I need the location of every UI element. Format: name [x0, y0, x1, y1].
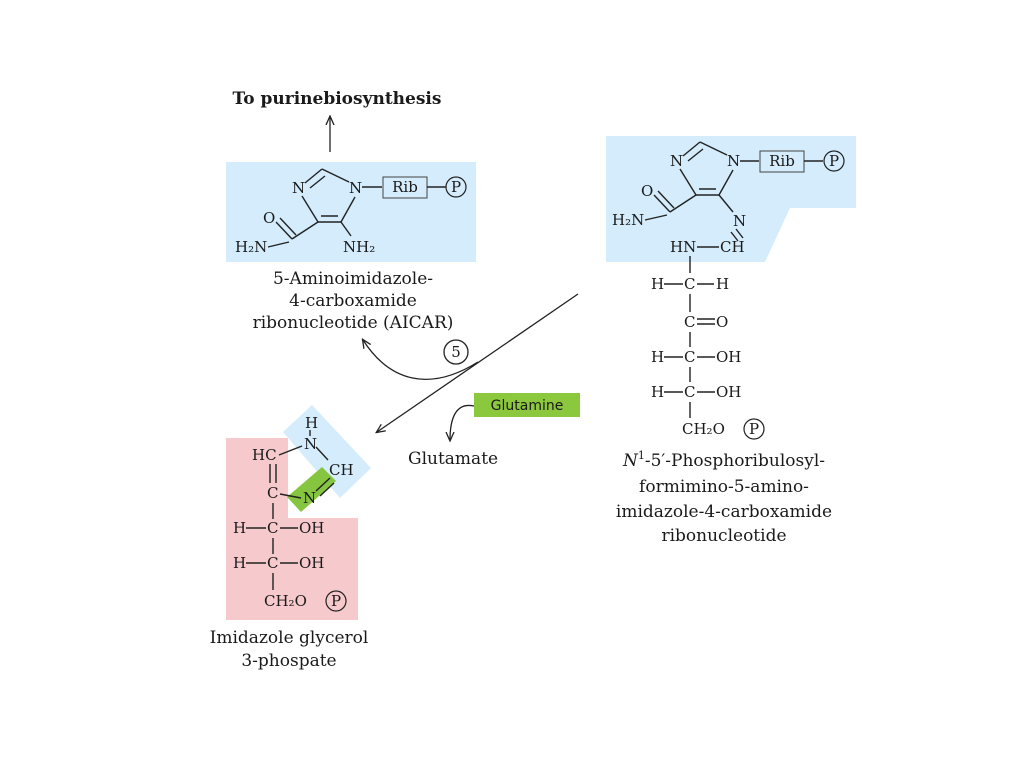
- prfar-hn: HN: [670, 238, 696, 256]
- prfar-structure: N N Rib P O H₂N N HN CH H C H: [612, 141, 845, 440]
- aicar-rib: Rib: [392, 178, 418, 196]
- prfar-c3: C: [684, 348, 695, 366]
- aicar-h2n: H₂N: [235, 238, 267, 256]
- prfar-name-rest: -5′-Phosphoribulosyl-: [645, 451, 825, 471]
- igp-nh-h: H: [305, 414, 318, 432]
- prfar-c3-oh: OH: [716, 348, 741, 366]
- prfar-name-line-2: formimino-5-amino-: [639, 477, 809, 497]
- igp-green-highlight: [287, 467, 336, 512]
- igp-phosphate: P: [331, 592, 341, 610]
- prfar-phosphate: P: [829, 152, 839, 170]
- igp-ring-n: N: [303, 489, 316, 507]
- prfar-chain-phosphate: P: [749, 420, 759, 438]
- glutamine-box: [474, 393, 580, 417]
- step-number-circle: [443, 339, 469, 365]
- prfar-carbonyl-o: O: [641, 182, 653, 200]
- glutamate-label: Glutamate: [408, 449, 498, 469]
- igp-blue-highlight: [283, 405, 371, 498]
- aicar-name-line-2: 4-carboxamide: [289, 291, 417, 311]
- step-number: 5: [451, 343, 461, 361]
- prfar-c2-o: O: [716, 313, 728, 331]
- prfar-c4-oh: OH: [716, 383, 741, 401]
- prfar-c2: C: [684, 313, 695, 331]
- igp-c2-h: H: [233, 554, 246, 572]
- prfar-c1: C: [684, 275, 695, 293]
- igp-c1-oh: OH: [299, 519, 324, 537]
- prfar-ch: CH: [720, 238, 745, 256]
- prfar-n3: N: [670, 152, 683, 170]
- prfar-n1: N: [727, 152, 740, 170]
- igp-name-line-1: Imidazole glycerol: [210, 628, 369, 648]
- prfar-name-line-4: ribonucleotide: [661, 526, 786, 546]
- prfar-name-superscript: 1: [638, 449, 645, 462]
- igp-c1-h: H: [233, 519, 246, 537]
- aicar-carbonyl-o: O: [263, 209, 275, 227]
- aicar-phosphate: P: [451, 178, 461, 196]
- prfar-c3-h: H: [651, 348, 664, 366]
- aicar-branch-arrow: [363, 340, 479, 380]
- igp-ch2o: CH₂O: [264, 592, 307, 610]
- aicar-phosphate-circle: [445, 176, 467, 198]
- prfar-rib: Rib: [769, 152, 795, 170]
- igp-c2: C: [267, 554, 278, 572]
- igp-hc: HC: [252, 446, 277, 464]
- prfar-name-line-1: N1-5′-Phosphoribulosyl-: [622, 449, 825, 471]
- igp-pink-highlight: [226, 438, 358, 620]
- igp-ch: CH: [329, 461, 354, 479]
- prfar-imino-n: N: [733, 212, 746, 230]
- prfar-name-prefix: N: [622, 451, 639, 471]
- aicar-name-line-3: ribonucleotide (AICAR): [253, 313, 454, 333]
- igp-name-line-2: 3-phospate: [241, 651, 336, 671]
- igp-structure: H N CH N HC C H C OH H C OH CH₂O P: [233, 414, 354, 612]
- prfar-ch2o: CH₂O: [682, 420, 725, 438]
- glutamine-label: Glutamine: [491, 398, 564, 414]
- aicar-n1: N: [349, 179, 362, 197]
- igp-c2-oh: OH: [299, 554, 324, 572]
- aicar-n3: N: [292, 179, 305, 197]
- prfar-c4-h: H: [651, 383, 664, 401]
- igp-nh-n: N: [304, 435, 317, 453]
- aicar-highlight: [226, 162, 476, 262]
- prfar-name-line-3: imidazole-4-carboxamide: [616, 502, 832, 522]
- prfar-c1-h-right: H: [716, 275, 729, 293]
- igp-c4: C: [267, 484, 278, 502]
- aicar-name-line-1: 5-Aminoimidazole-: [273, 269, 433, 289]
- glutamine-curve: [450, 404, 475, 440]
- prfar-phosphate-circle: [823, 150, 845, 172]
- prfar-h2n: H₂N: [612, 211, 644, 229]
- prfar-highlight: [606, 136, 856, 262]
- prfar-c4: C: [684, 383, 695, 401]
- igp-phosphate-circle: [325, 590, 347, 612]
- prfar-chain-phosphate-circle: [743, 418, 765, 440]
- igp-c1: C: [267, 519, 278, 537]
- aicar-nh2: NH₂: [343, 238, 375, 256]
- prfar-c1-h-left: H: [651, 275, 664, 293]
- destination-label: To purinebiosynthesis: [233, 89, 442, 109]
- aicar-structure: N N Rib P O H₂N NH₂: [235, 168, 467, 256]
